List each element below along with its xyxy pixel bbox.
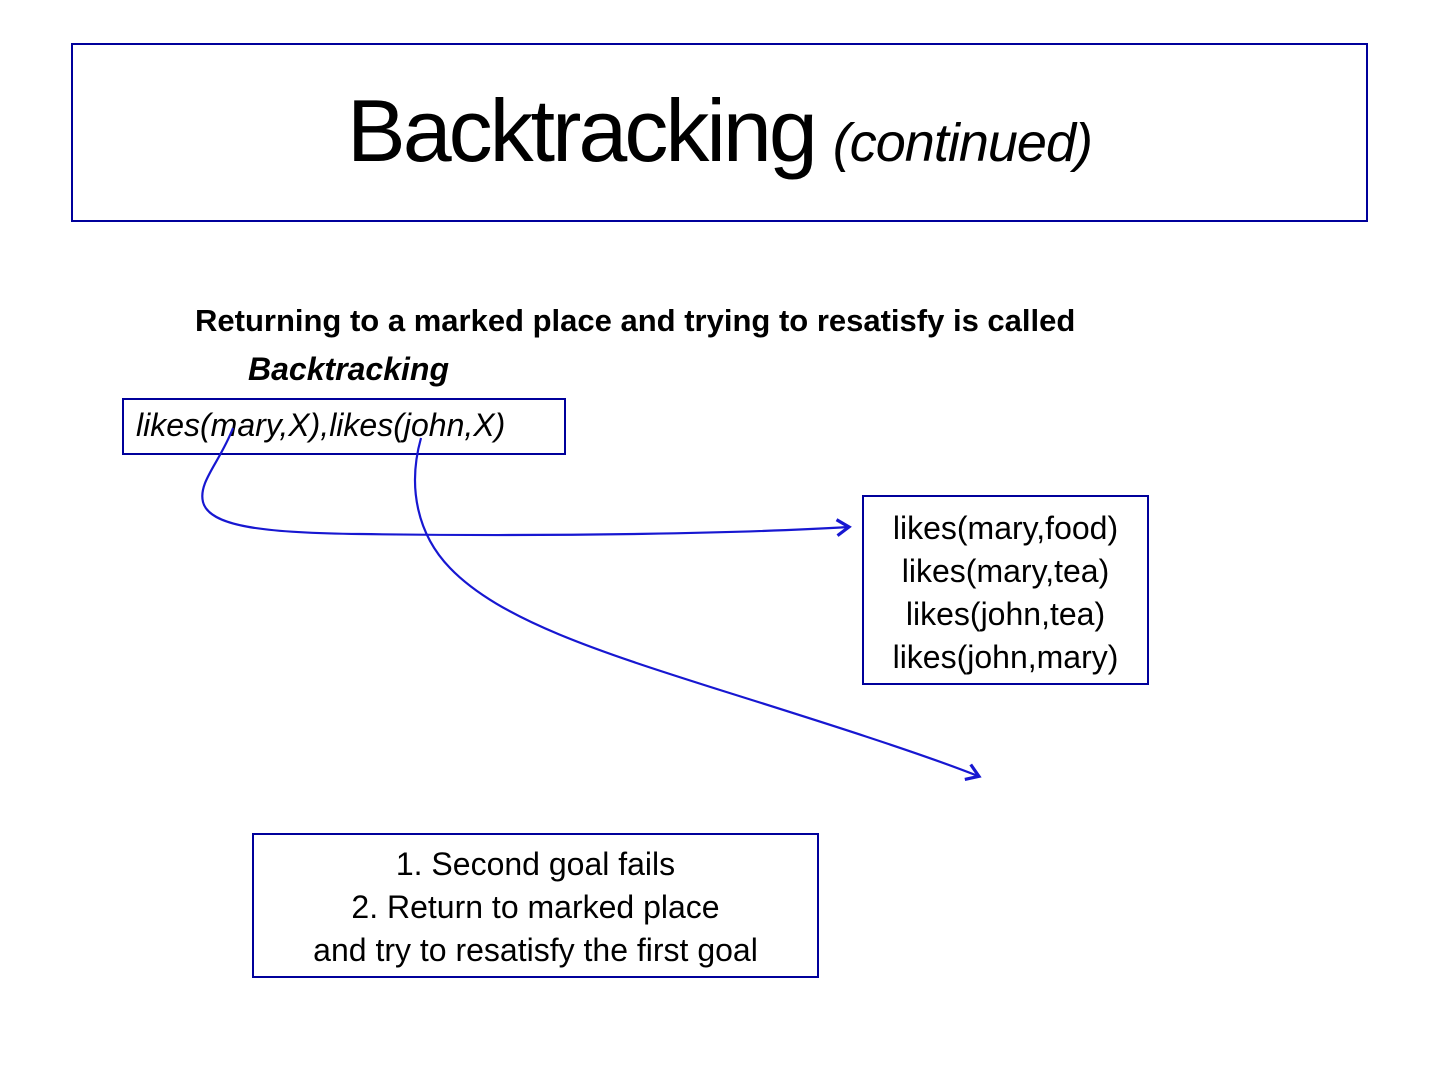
fact-line: likes(john,tea) (905, 596, 1106, 632)
subtitle-line-1: Returning to a marked place and trying t… (195, 303, 1076, 338)
query-goal-box: likes(mary,X),likes(john,X) (122, 398, 566, 455)
subtitle-line-2-backtracking: Backtracking (248, 351, 449, 387)
fact-line: likes(mary,tea) (901, 553, 1110, 589)
query-goal-text: likes(mary,X),likes(john,X) (136, 407, 506, 443)
slide-title-suffix: (continued) (832, 113, 1093, 173)
fact-line: likes(john,mary) (892, 639, 1119, 675)
step-line: 2. Return to marked place (351, 889, 720, 925)
facts-box: likes(mary,food) likes(mary,tea) likes(j… (862, 495, 1149, 685)
step-line: 1. Second goal fails (395, 846, 676, 882)
title-box: Backtracking(continued) (71, 43, 1368, 222)
slide-title: Backtracking (347, 81, 818, 180)
step-line: and try to resatisfy the first goal (313, 932, 758, 968)
steps-box: 1. Second goal fails 2. Return to marked… (252, 833, 819, 978)
fact-line: likes(mary,food) (892, 510, 1119, 546)
